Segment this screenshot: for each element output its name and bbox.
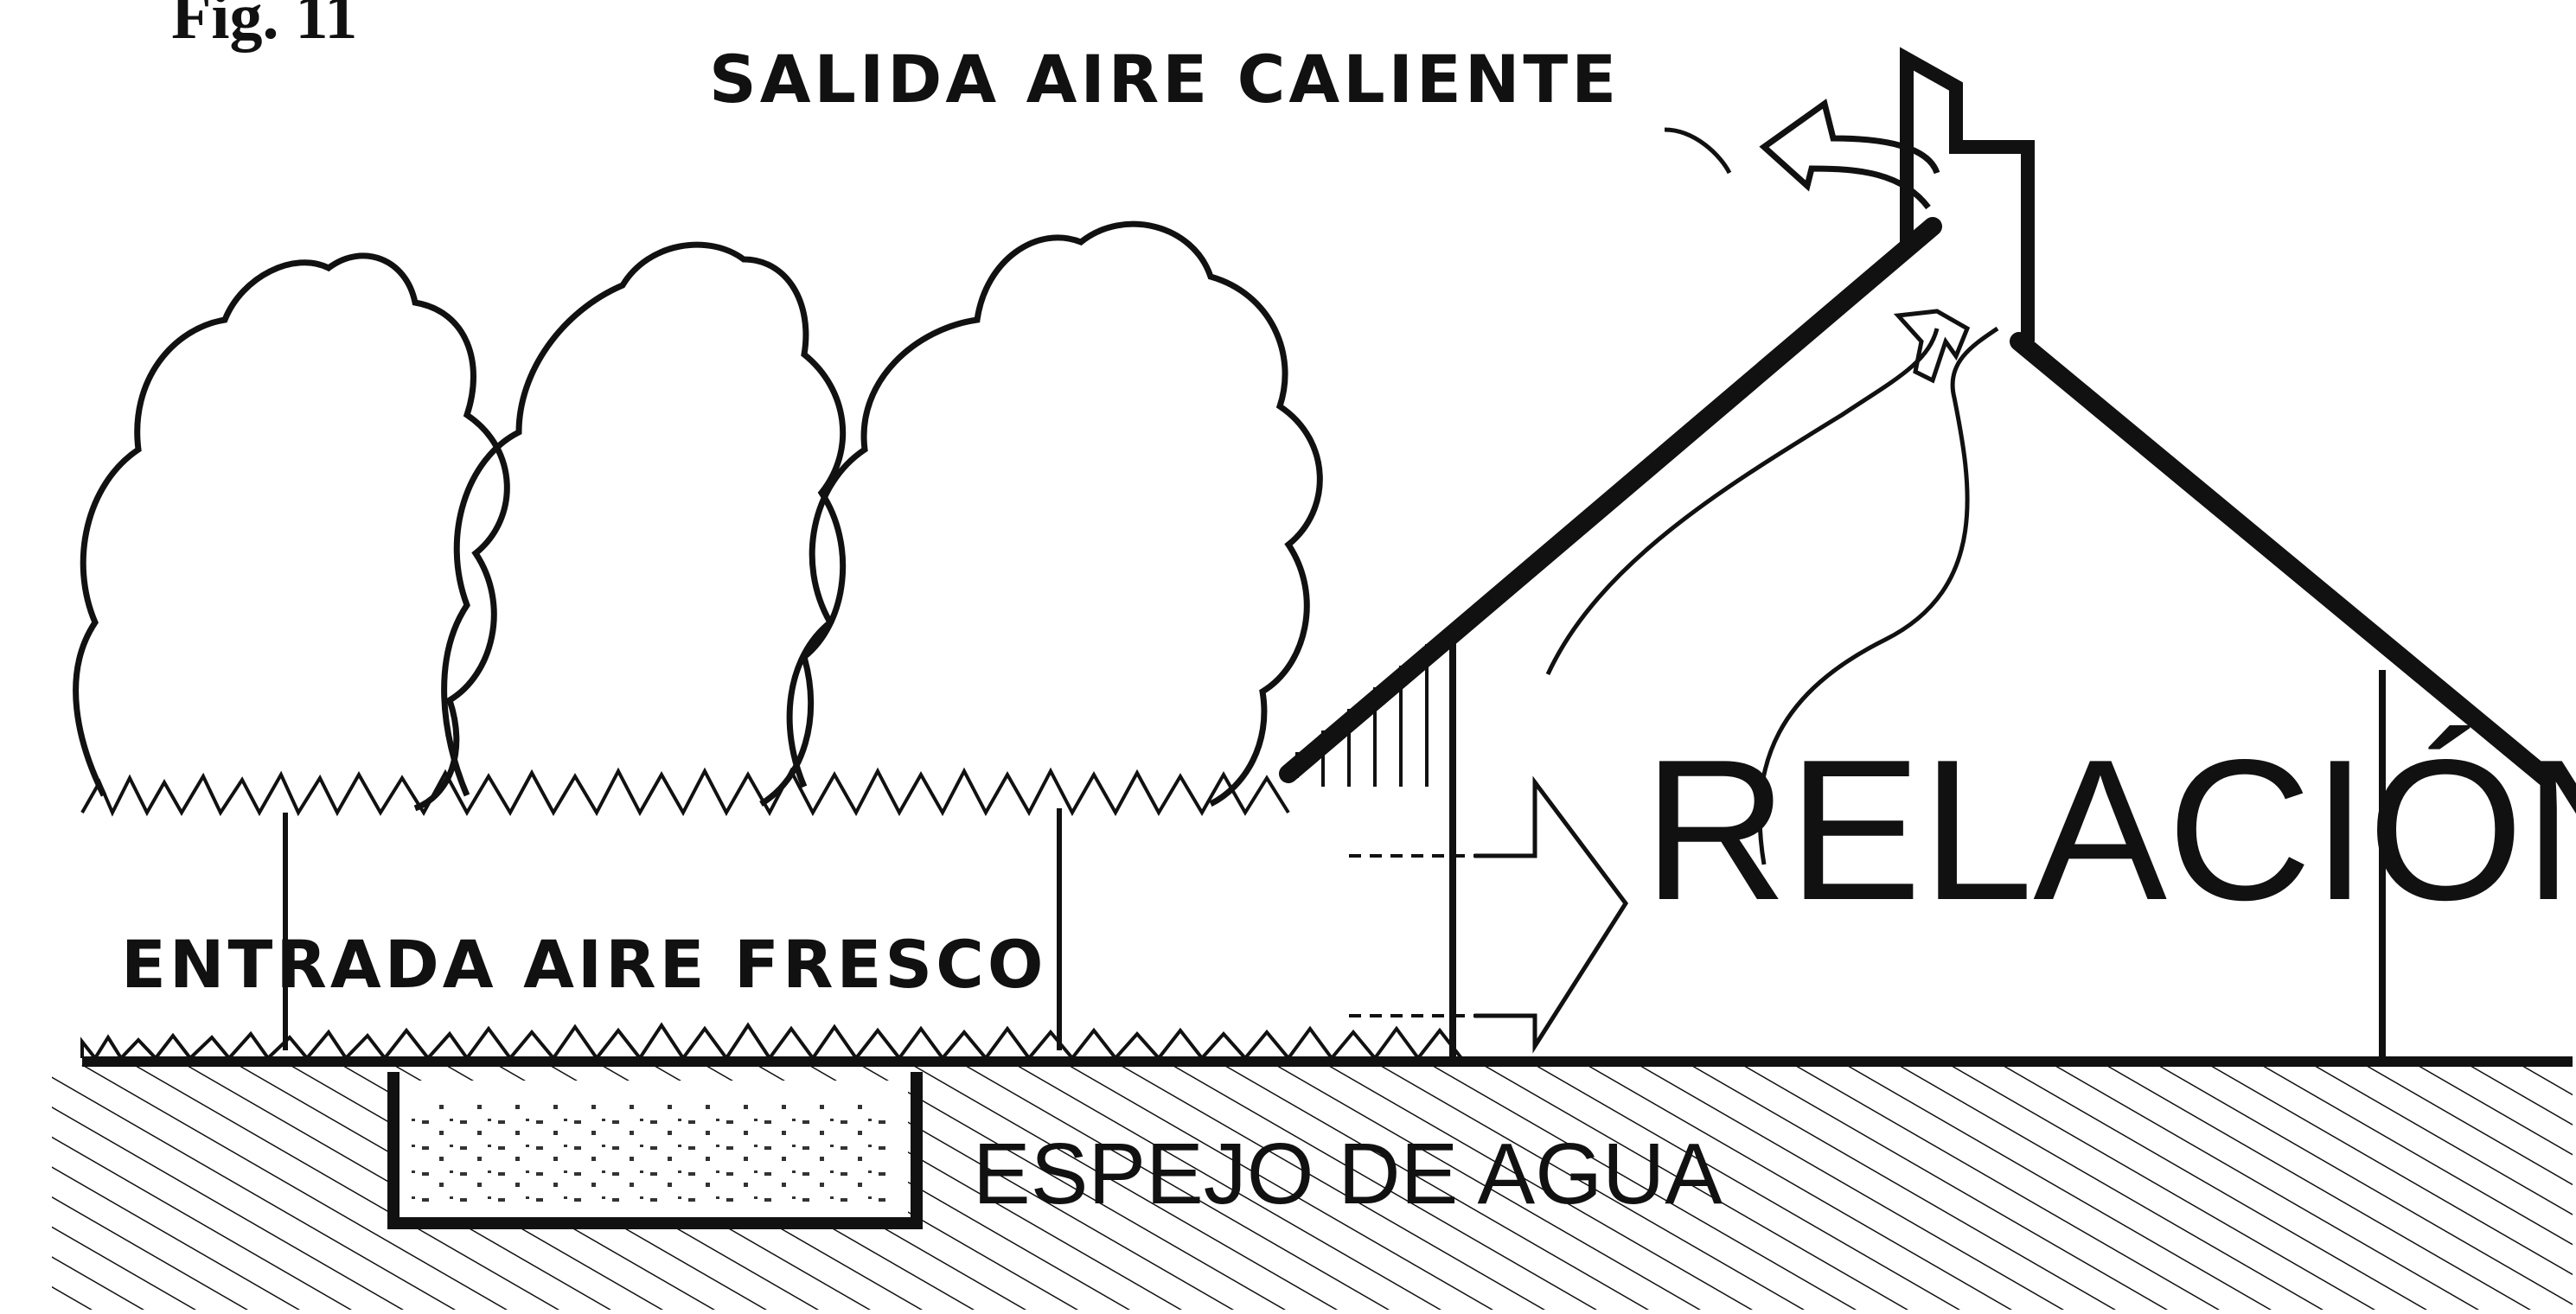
chimney [1900, 47, 2035, 341]
roof-left [1279, 217, 1942, 783]
exit-air-arrow-icon [1759, 99, 1940, 210]
roof-fringe [1295, 644, 1429, 787]
roof-right [2010, 332, 2556, 788]
tree-middle-canopy [441, 241, 847, 807]
ratio-label: RELACIÓN 1:2 [1643, 718, 2576, 942]
inlet-arrow-dashed [1349, 854, 1474, 1017]
water-pool-speckle [406, 1098, 891, 1206]
exit-air-curl-icon [1664, 127, 1732, 175]
water-pool-outline [387, 1072, 923, 1229]
tree-middle [441, 241, 847, 807]
tree-left-canopy [73, 252, 510, 812]
tree-right-canopy [786, 220, 1323, 807]
tree-right [786, 220, 1323, 1050]
figure-label: Fig. 11 [171, 0, 357, 53]
water-mirror-label: ESPEJO DE AGUA [973, 1126, 1723, 1222]
tree-left [73, 252, 510, 1050]
hot-air-current-2 [1757, 326, 1999, 865]
hot-air-exit-label: SALIDA AIRE CALIENTE [709, 41, 1620, 118]
house [1279, 47, 2556, 1056]
rising-air-arrow-icon [1893, 309, 1971, 384]
inlet-arrow-icon [1474, 775, 1629, 1054]
air-flow [1349, 99, 1999, 1054]
water-mirror-pool [387, 1072, 923, 1229]
grass-strip-top [80, 767, 1290, 817]
fresh-air-inlet-label: ENTRADA AIRE FRESCO [121, 926, 1047, 1003]
hot-air-current [1545, 328, 1940, 676]
grass-strip-bottom [80, 1022, 1463, 1062]
